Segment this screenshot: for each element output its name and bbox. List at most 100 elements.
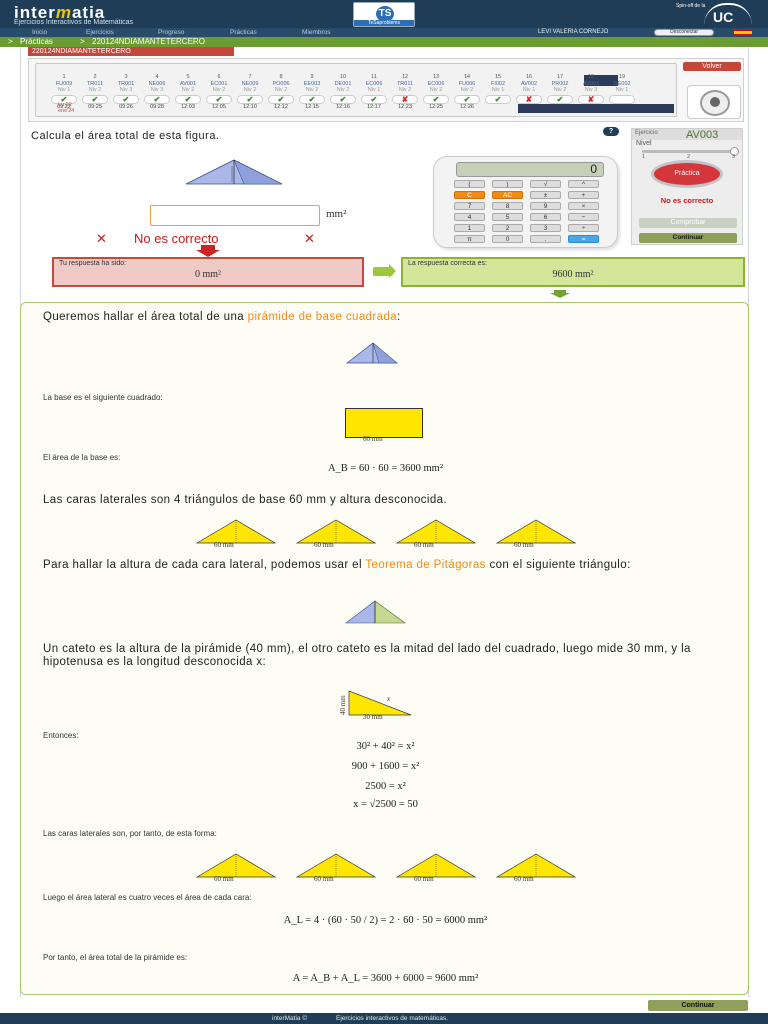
calc-key[interactable]: ± (530, 191, 561, 199)
item-time: 12:23 (398, 103, 412, 110)
nav-practicas[interactable]: Prácticas (230, 29, 257, 36)
calc-key[interactable]: π (454, 235, 485, 243)
item-time: 12:16 (336, 103, 350, 110)
calc-key[interactable]: 4 (454, 213, 485, 221)
calc-key[interactable]: AC (492, 191, 523, 199)
pitagoras-link[interactable]: Teorema de Pitágoras (365, 559, 486, 571)
calc-key[interactable]: 6 (530, 213, 561, 221)
exercise-label: Ejercicio (635, 130, 658, 136)
item-status-icon: ✔ (330, 94, 356, 104)
tagline: Ejercicios Interactivos de Matemáticas (14, 19, 134, 26)
item-time: 09:28 (150, 103, 164, 110)
calc-key[interactable]: 9 (530, 202, 561, 210)
calc-key[interactable]: 3 (530, 224, 561, 232)
user-name: LEVI VALERIA CORNEJO (538, 29, 609, 35)
calc-key[interactable]: × (568, 202, 599, 210)
spain-flag-icon[interactable] (734, 29, 752, 36)
nav-bar: Inicio Ejercicios Progreso Prácticas Mie… (0, 28, 768, 37)
item-level: Niv 2 (88, 87, 102, 93)
continuar-button[interactable]: Continuar (648, 1000, 748, 1011)
nav-miembros[interactable]: Miembros (302, 29, 331, 36)
volver-button[interactable]: Volver (683, 62, 741, 71)
university-logo[interactable]: Spin-off de la UC (676, 3, 758, 25)
calc-key[interactable]: C (454, 191, 485, 199)
logout-button[interactable]: Desconectar (654, 29, 714, 36)
lateral-triangle (496, 519, 576, 544)
comprobar-button[interactable]: Comprobar (639, 218, 737, 228)
slider-handle[interactable] (730, 147, 739, 156)
item-status-icon: ✔ (361, 94, 387, 104)
spin-off-text: Spin-off de la (676, 3, 706, 9)
tesaproblems-logo[interactable]: TS TeSaproblems (353, 2, 415, 27)
calc-key[interactable]: ( (454, 180, 485, 188)
calc-key[interactable]: − (568, 213, 599, 221)
eq-step-4: x = √2500 = 50 (353, 799, 418, 810)
wrong-x-icon: ✕ (304, 231, 315, 246)
calc-key[interactable]: = (568, 235, 599, 243)
pyramid-link[interactable]: pirámide de base cuadrada (247, 311, 398, 323)
level-slider[interactable] (642, 147, 739, 156)
item-status-icon: ✘ (516, 94, 542, 104)
base-square (345, 408, 423, 438)
item-status-icon: ✔ (82, 94, 108, 104)
navigation-joystick-icon[interactable] (687, 85, 741, 119)
calc-key[interactable]: 1 (454, 224, 485, 232)
calc-key[interactable]: 7 (454, 202, 485, 210)
nav-inicio[interactable]: Inicio (32, 29, 48, 36)
right-tri-hypotenuse: x (387, 695, 391, 703)
calc-key[interactable]: + (568, 191, 599, 199)
item-number: 13 (432, 74, 440, 80)
calc-key[interactable]: 0 (492, 235, 523, 243)
answer-input[interactable] (150, 205, 320, 226)
practica-button[interactable]: Práctica (651, 160, 723, 188)
help-icon[interactable]: ? (603, 127, 619, 136)
calc-key[interactable]: ÷ (568, 224, 599, 232)
triangle-caption: 60 mm (214, 875, 234, 883)
right-tri-vertical: 40 mm (339, 695, 347, 715)
intermatia-logo[interactable]: intermatia (14, 3, 105, 23)
calc-key[interactable]: 8 (492, 202, 523, 210)
eq-total: A = A_B + A_L = 3600 + 6000 = 9600 mm² (292, 973, 479, 984)
calc-key[interactable]: . (530, 235, 561, 243)
item-time: 12:12 (274, 103, 288, 110)
item-number: 6 (217, 74, 221, 80)
nav-progreso[interactable]: Progreso (158, 29, 185, 36)
item-number: 17 (556, 74, 564, 80)
continuar-panel-button[interactable]: Continuar (639, 233, 737, 243)
calc-key[interactable]: √ (530, 180, 561, 188)
item-status-icon: ✔ (268, 94, 294, 104)
wrong-text: No es correcto (134, 231, 219, 246)
university-arc (704, 3, 752, 25)
calc-key[interactable]: 5 (492, 213, 523, 221)
calc-key[interactable]: ) (492, 180, 523, 188)
lateral-triangle (296, 853, 376, 878)
entonces-text: Entonces: (43, 731, 79, 740)
right-tri-horizontal: 30 mm (363, 713, 383, 721)
item-level: Niv 1 (615, 87, 629, 93)
nav-ejercicios[interactable]: Ejercicios (86, 29, 114, 36)
breadcrumb-practicas[interactable]: Prácticas (20, 37, 53, 46)
intro-text: Queremos hallar el área total de una (43, 311, 248, 323)
calc-key[interactable]: ^ (568, 180, 599, 188)
calc-key[interactable]: 2 (492, 224, 523, 232)
item-level: Niv 2 (243, 87, 257, 93)
